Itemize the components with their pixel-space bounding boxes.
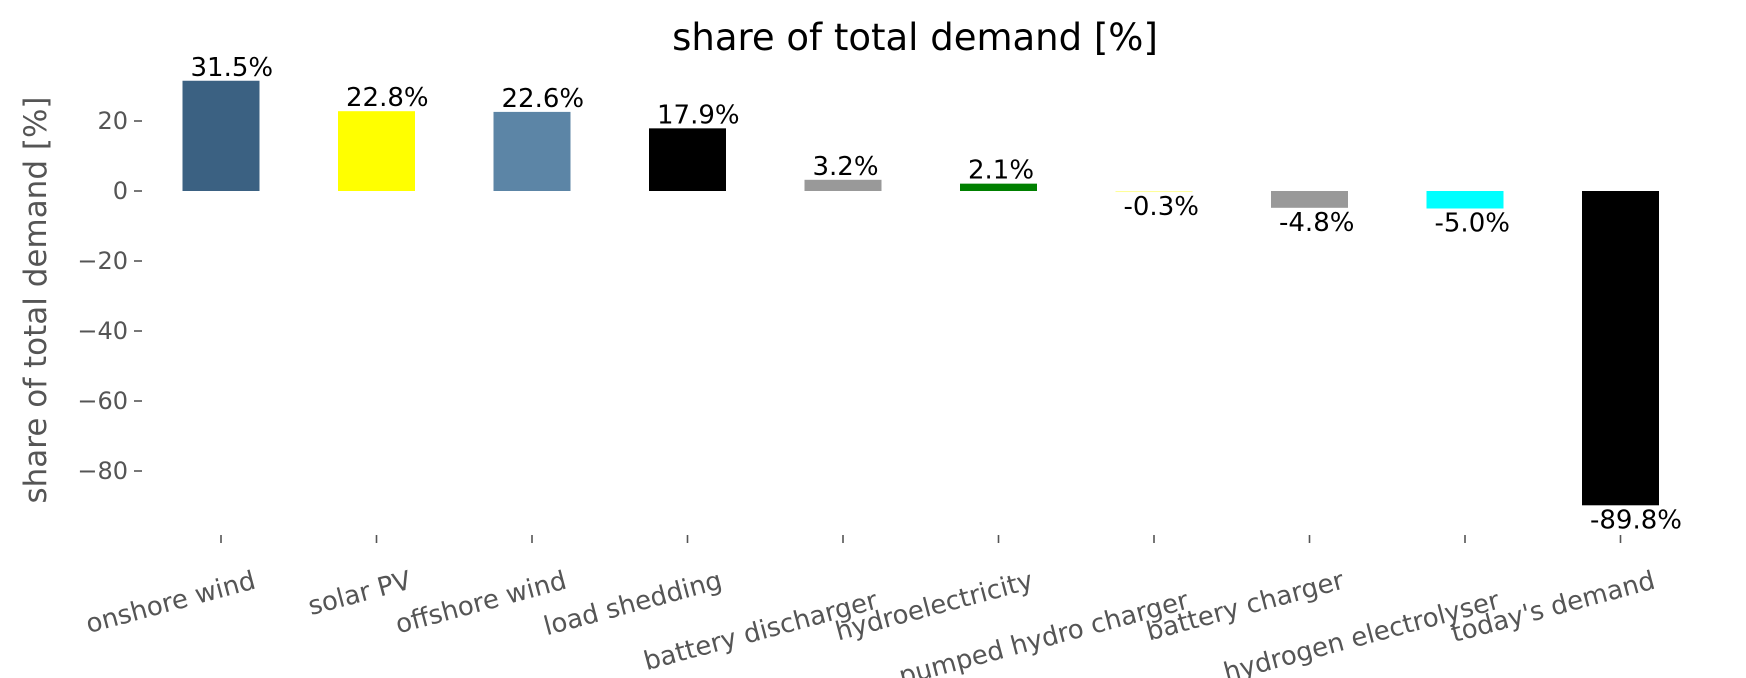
x-tick-label: load shedding xyxy=(541,566,726,642)
data-labels: 31.5% 22.8% 22.6% 17.9% 3.2% 2.1% -0.3% -4.8% -5… xyxy=(191,53,1682,536)
bar xyxy=(493,111,571,191)
x-tick-label: offshore wind xyxy=(392,566,569,640)
data-label: -89.8% xyxy=(1590,505,1682,535)
bar xyxy=(960,183,1037,191)
bar xyxy=(804,179,882,191)
y-tick-label: −60 xyxy=(77,387,128,415)
y-tick-label: 20 xyxy=(97,107,128,135)
y-tick-label: −20 xyxy=(77,247,128,275)
data-label: 22.6% xyxy=(502,84,585,114)
bar xyxy=(338,111,415,191)
data-label: -5.0% xyxy=(1435,209,1510,239)
bar xyxy=(1582,191,1659,506)
data-label: -0.3% xyxy=(1124,192,1199,222)
bar xyxy=(182,80,260,191)
y-tick-label: −40 xyxy=(77,317,128,345)
bar xyxy=(1271,191,1348,208)
data-label: -4.8% xyxy=(1279,208,1354,238)
y-axis: −80 −60 −40 −20 0 20 xyxy=(77,107,142,485)
data-label: 22.8% xyxy=(346,83,429,113)
data-label: 17.9% xyxy=(657,100,740,130)
bar xyxy=(1426,191,1504,209)
bar xyxy=(1115,191,1193,193)
data-label: 31.5% xyxy=(191,53,274,83)
data-label: 3.2% xyxy=(813,152,879,182)
chart-title: share of total demand [%] xyxy=(672,16,1158,59)
bars xyxy=(182,80,1659,506)
data-label: 2.1% xyxy=(968,156,1034,186)
y-axis-label: share of total demand [%] xyxy=(18,96,54,503)
bar xyxy=(649,128,726,191)
y-tick-label: −80 xyxy=(77,457,128,485)
y-tick-label: 0 xyxy=(113,177,128,205)
x-tick-label: onshore wind xyxy=(83,566,259,640)
